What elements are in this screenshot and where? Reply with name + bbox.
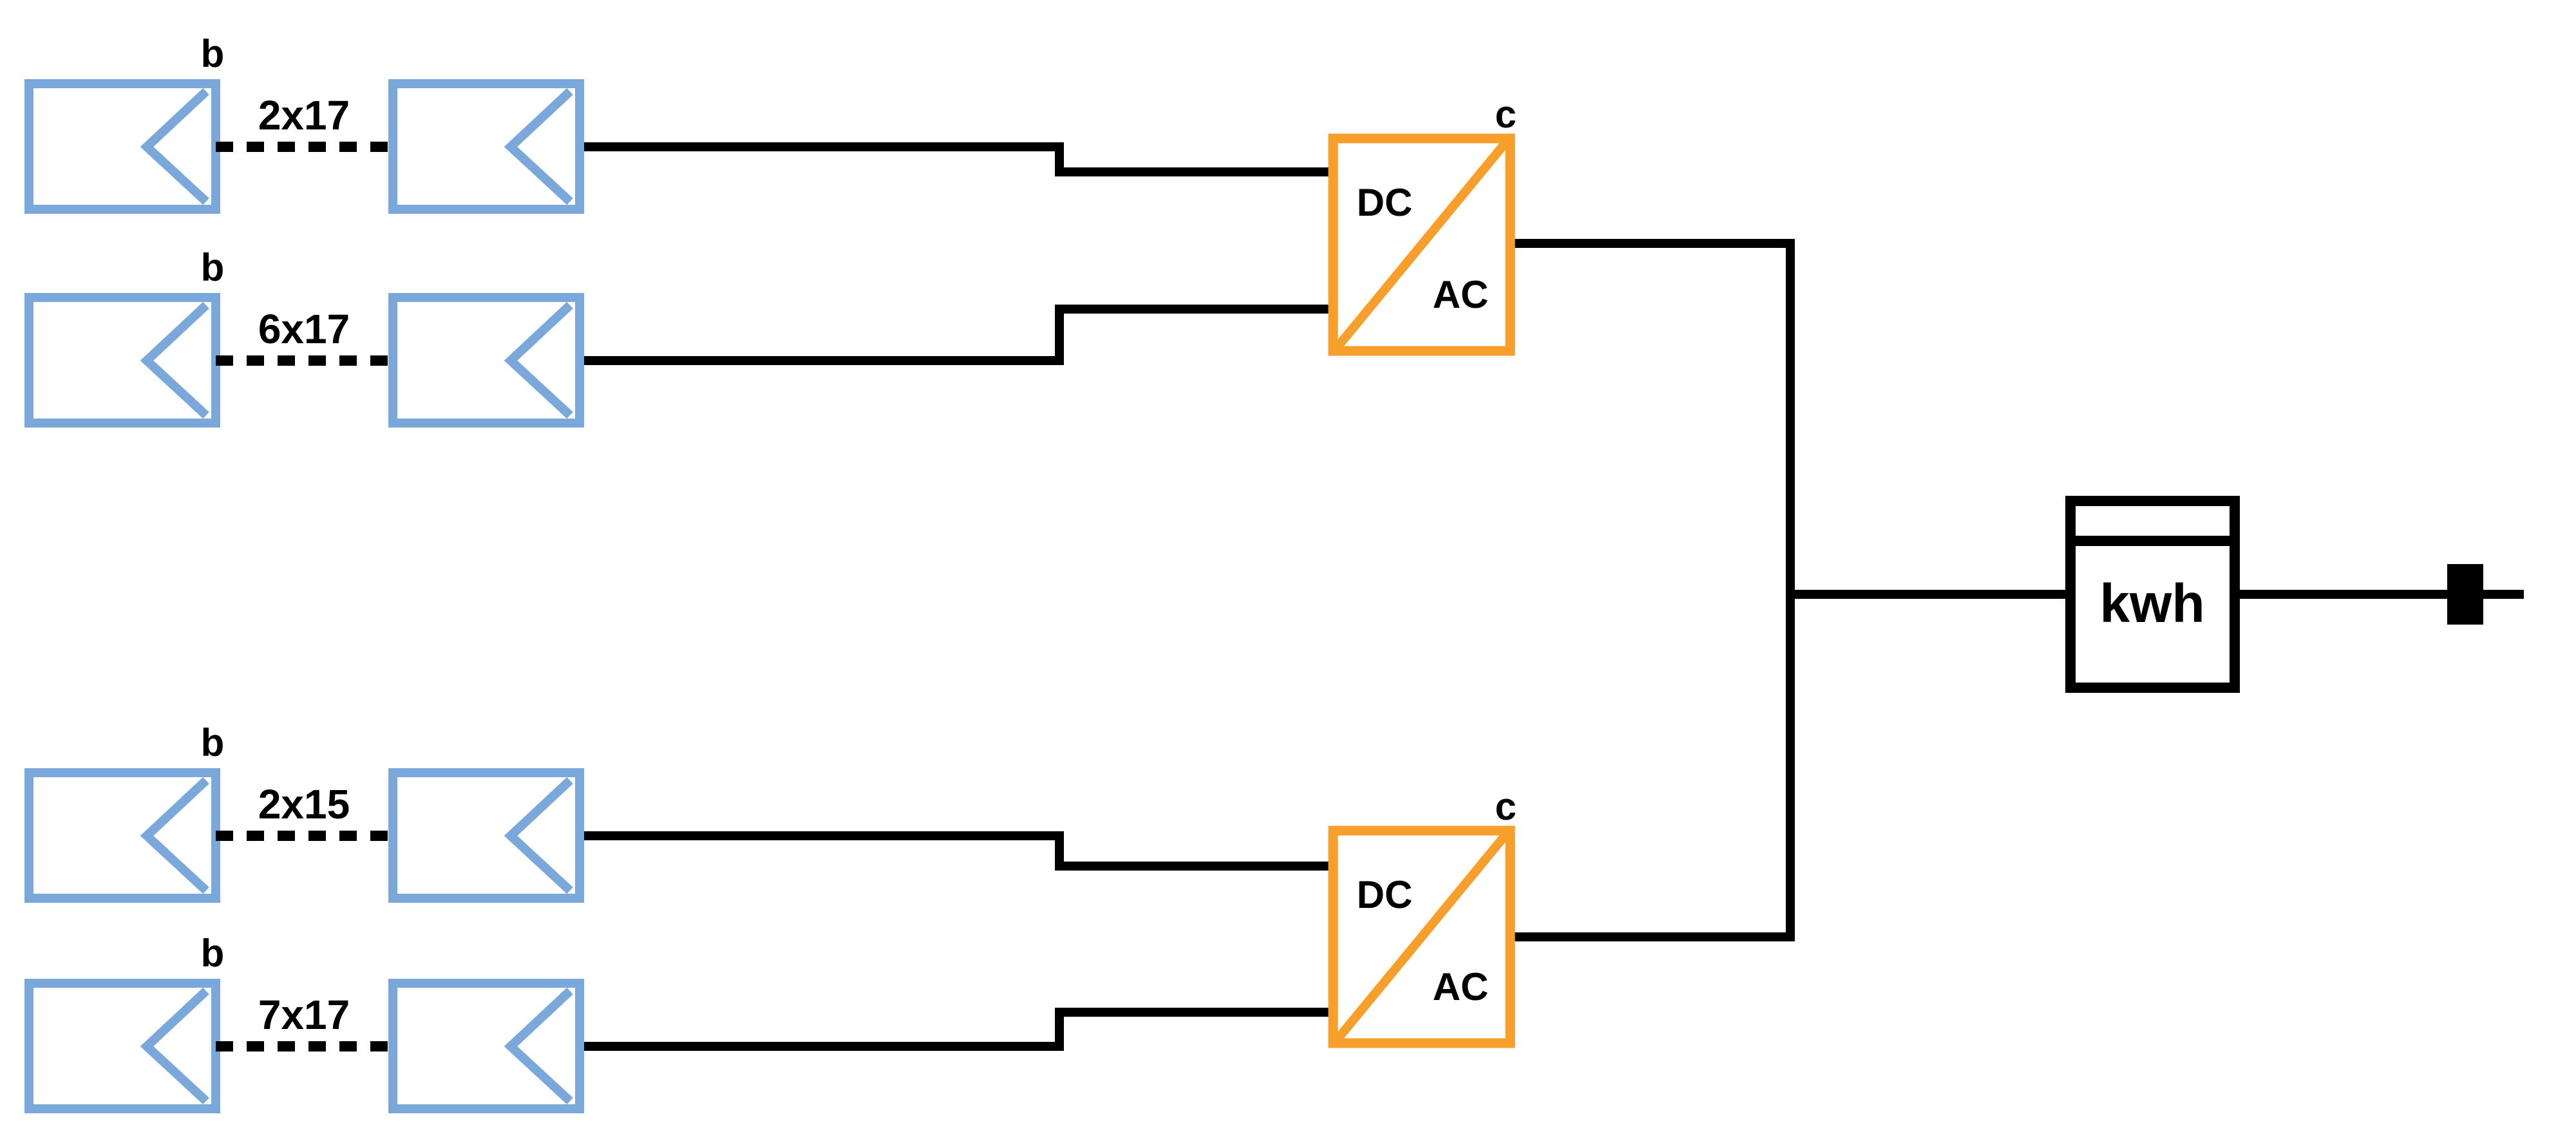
pv-module-symbol: [388, 768, 584, 903]
pv-module-outline: [388, 293, 584, 428]
string-b-label: b: [201, 246, 225, 289]
pv-module-symbol: [24, 768, 220, 903]
dc-wiring: [575, 142, 1338, 1051]
pv-string-row: b 2x15: [24, 721, 584, 903]
pv-module-outline: [388, 79, 584, 214]
pv-string-row: b 2x17: [24, 32, 584, 214]
pv-module-outline: [24, 979, 220, 1113]
string-count-label: 7x17: [258, 992, 350, 1038]
inverter-dc-label: DC: [1357, 873, 1413, 916]
pv-string-row: b 7x17: [24, 932, 584, 1113]
pv-module-symbol: [24, 79, 220, 214]
pv-module-outline: [24, 79, 220, 214]
pv-module-symbol: [24, 293, 220, 428]
pv-module-chevron-icon: [140, 777, 209, 894]
inverter-symbol: DC AC c: [1328, 93, 1517, 356]
inverter-diagonal: [1335, 140, 1508, 349]
inverter-dc-label: DC: [1357, 181, 1413, 224]
dc-wire-string-1: [575, 142, 1338, 176]
pv-module-symbol: [24, 979, 220, 1113]
string-count-label: 6x17: [258, 306, 350, 352]
pv-module-outline: [388, 768, 584, 903]
inverter-symbol: DC AC c: [1328, 785, 1517, 1048]
inverter-corner-label: c: [1495, 785, 1516, 828]
dc-wire-string-2: [575, 305, 1338, 365]
pv-module-symbol: [388, 979, 584, 1113]
pv-module-chevron-icon: [140, 88, 209, 205]
pv-module-symbol: [388, 293, 584, 428]
grid-connection-terminal: [2447, 564, 2483, 625]
pv-module-chevron-icon: [140, 301, 209, 419]
pv-module-chevron-icon: [504, 88, 573, 205]
inverter-corner-label: c: [1495, 93, 1516, 136]
pv-module-outline: [24, 768, 220, 903]
dc-wire-string-3: [575, 831, 1338, 871]
inverter-diagonal: [1335, 833, 1508, 1041]
inverter-ac-label: AC: [1433, 965, 1489, 1008]
string-b-label: b: [201, 932, 225, 975]
string-b-label: b: [201, 32, 225, 75]
dc-wire-string-4: [575, 1008, 1338, 1051]
pv-module-chevron-icon: [140, 987, 209, 1105]
string-count-label: 2x17: [258, 92, 350, 138]
pv-string-row: b 6x17: [24, 246, 584, 428]
string-count-label: 2x15: [258, 781, 350, 827]
pv-module-symbol: [388, 79, 584, 214]
pv-module-chevron-icon: [504, 987, 573, 1105]
ac-wiring: [1506, 239, 2524, 941]
pv-module-chevron-icon: [504, 777, 573, 894]
pv-module-chevron-icon: [504, 301, 573, 419]
meter-label: kwh: [2099, 573, 2204, 634]
pv-module-outline: [388, 979, 584, 1113]
string-b-label: b: [201, 721, 225, 764]
inverter-ac-label: AC: [1433, 273, 1489, 316]
meter-outline: [2065, 496, 2240, 693]
energy-meter-symbol: kwh: [2065, 496, 2240, 693]
